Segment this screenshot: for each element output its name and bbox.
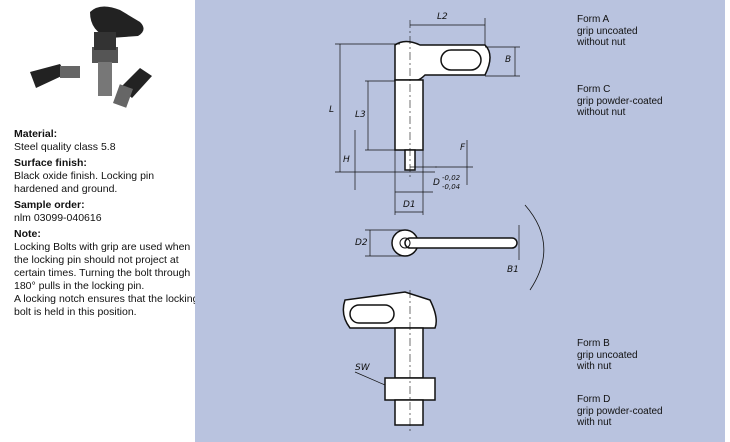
dim-l3: L3 — [355, 110, 366, 120]
form-nut: without nut — [577, 107, 626, 118]
product-photo — [30, 6, 152, 108]
technical-drawing-panel: L2 B L L3 H F D -0,02 -0,04 D1 D2 B1 SW … — [195, 0, 725, 442]
dim-d-tol-low: -0,04 — [442, 183, 461, 191]
form-grip: grip uncoated — [577, 349, 638, 361]
form-nut: with nut — [577, 417, 612, 428]
dim-b: B — [505, 55, 512, 65]
form-nut: without nut — [577, 37, 626, 48]
form-name: Form A — [577, 14, 610, 25]
dim-d1: D1 — [403, 200, 416, 210]
dim-b1: B1 — [507, 265, 519, 275]
dim-l2: L2 — [437, 12, 448, 22]
form-name: Form C — [577, 84, 611, 95]
dim-l: L — [329, 105, 335, 115]
surface-finish-text: Black oxide finish. Locking pin hardened… — [14, 170, 155, 195]
form-name: Form D — [577, 394, 611, 405]
dim-d: D — [433, 178, 440, 188]
sample-order-heading: Sample order: — [14, 199, 85, 211]
dim-f: F — [460, 143, 466, 153]
note-text-2: A locking notch ensures that the locking… — [14, 293, 199, 318]
form-name: Form B — [577, 338, 610, 349]
form-grip: grip uncoated — [577, 25, 638, 37]
dim-d2: D2 — [355, 238, 368, 248]
dim-d-tol-up: -0,02 — [442, 174, 461, 182]
surface-finish-heading: Surface finish: — [14, 157, 87, 169]
sample-order-text: nlm 03099-040616 — [14, 212, 102, 224]
dim-sw: SW — [355, 363, 370, 373]
note-heading: Note: — [14, 228, 41, 240]
material-text: Steel quality class 5.8 — [14, 141, 116, 153]
material-heading: Material: — [14, 128, 58, 140]
technical-drawing — [335, 18, 545, 432]
form-grip: grip powder-coated — [577, 95, 663, 107]
note-text: Locking Bolts with grip are used when th… — [14, 241, 191, 292]
form-nut: with nut — [577, 361, 612, 372]
form-grip: grip powder-coated — [577, 405, 663, 417]
specifications: Material: Steel quality class 5.8 Surfac… — [14, 128, 199, 319]
dim-h: H — [343, 155, 350, 165]
